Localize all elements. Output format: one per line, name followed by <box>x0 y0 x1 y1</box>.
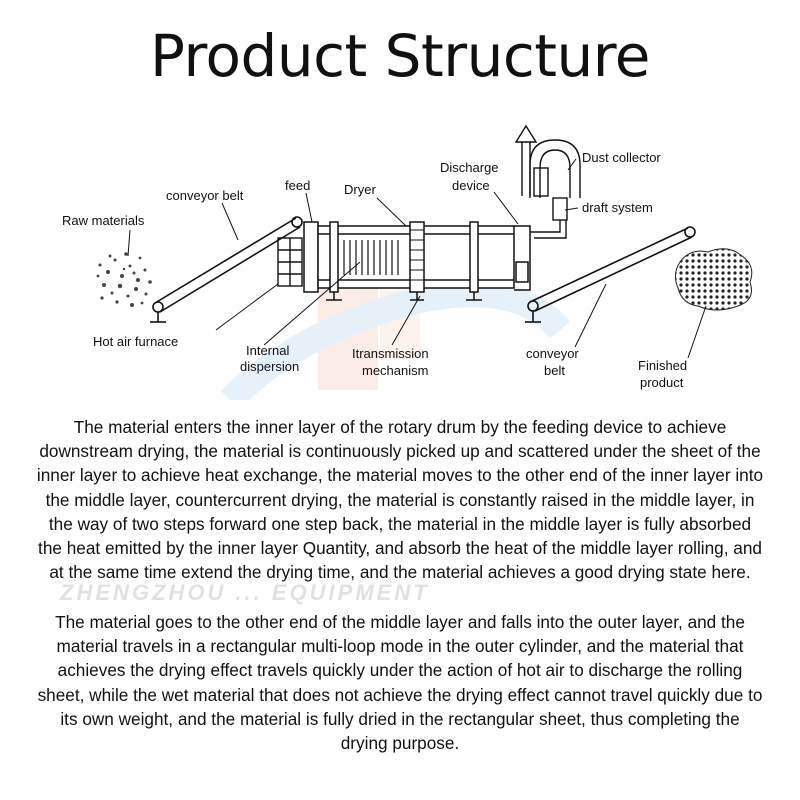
label-dust-collector: Dust collector <box>582 150 661 165</box>
page-title: Product Structure <box>150 22 650 90</box>
description-paragraph-2: The material goes to the other end of th… <box>37 612 763 754</box>
label-raw-materials: Raw materials <box>62 213 145 228</box>
label-conveyor-belt-bottom-2: belt <box>544 363 565 378</box>
label-draft-system: draft system <box>582 200 653 215</box>
watermark-text: ZHENGZHOU ... EQUIPMENT <box>60 580 430 605</box>
label-internal-dispersion-2: dispersion <box>240 359 299 374</box>
leader-lines <box>127 158 707 359</box>
label-finished-product-1: Finished <box>638 358 687 373</box>
finished-product-pile <box>674 248 753 311</box>
dust-collector <box>514 124 581 239</box>
label-transmission-mechanism-1: Itransmission <box>352 346 429 361</box>
dryer-drum <box>303 221 531 301</box>
label-feed: feed <box>285 178 310 193</box>
label-dryer: Dryer <box>344 182 376 197</box>
conveyor-belt-left <box>150 216 303 323</box>
label-finished-product-2: product <box>640 375 684 390</box>
label-internal-dispersion-1: Internal <box>246 343 289 358</box>
label-hot-air-furnace: Hot air furnace <box>93 334 178 349</box>
description-paragraph-1: The material enters the inner layer of t… <box>36 417 764 583</box>
label-discharge-device-2: device <box>452 178 490 193</box>
label-conveyor-belt-bottom-1: conveyor <box>526 346 579 361</box>
label-discharge-device-1: Discharge <box>440 160 499 175</box>
raw-materials-pile <box>96 252 152 307</box>
label-conveyor-belt-top: conveyor belt <box>166 188 244 203</box>
label-transmission-mechanism-2: mechanism <box>362 363 428 378</box>
hot-air-furnace <box>277 237 303 287</box>
rotary-dryer-diagram: Raw materials conveyor belt feed Dryer D… <box>62 124 753 400</box>
conveyor-belt-right <box>525 226 696 323</box>
